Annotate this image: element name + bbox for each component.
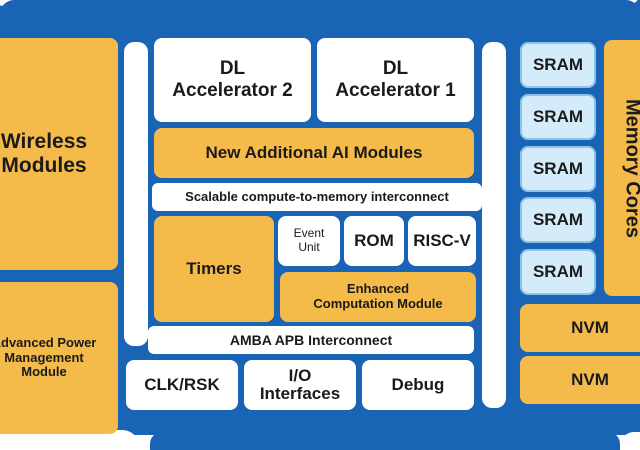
sram-block-2: SRAM <box>520 94 596 140</box>
left-bus-bar <box>124 42 148 346</box>
debug-block: Debug <box>362 360 474 410</box>
wireless-modules-block: Wireless Modules <box>0 38 118 270</box>
nvm-block-1: NVM <box>520 304 640 352</box>
sram-block-1: SRAM <box>520 42 596 88</box>
sram-block-5: SRAM <box>520 249 596 295</box>
memory-cores-block: Memory Cores <box>604 40 640 296</box>
dl-accelerator-2-block: DL Accelerator 2 <box>154 38 311 122</box>
chip-lower-step <box>150 432 620 450</box>
amba-apb-interconnect: AMBA APB Interconnect <box>148 326 474 354</box>
sram-block-3: SRAM <box>520 146 596 192</box>
right-bus-bar <box>482 42 506 408</box>
dl-accelerator-1-block: DL Accelerator 1 <box>317 38 474 122</box>
timers-block: Timers <box>154 216 274 322</box>
chip-bottom-right-edge <box>620 432 640 450</box>
compute-memory-interconnect: Scalable compute-to-memory interconnect <box>152 183 482 211</box>
nvm-block-2: NVM <box>520 356 640 404</box>
enhanced-computation-block: Enhanced Computation Module <box>280 272 476 322</box>
riscv-block: RISC-V <box>408 216 476 266</box>
sram-block-4: SRAM <box>520 197 596 243</box>
io-interfaces-block: I/O Interfaces <box>244 360 356 410</box>
chip-bottom-left-edge <box>0 430 140 450</box>
chip-top-band <box>0 0 640 24</box>
clk-rsk-block: CLK/RSK <box>126 360 238 410</box>
event-unit-block: Event Unit <box>278 216 340 266</box>
rom-block: ROM <box>344 216 404 266</box>
power-management-block: Advanced Power Management Module <box>0 282 118 434</box>
ai-modules-block: New Additional AI Modules <box>154 128 474 178</box>
